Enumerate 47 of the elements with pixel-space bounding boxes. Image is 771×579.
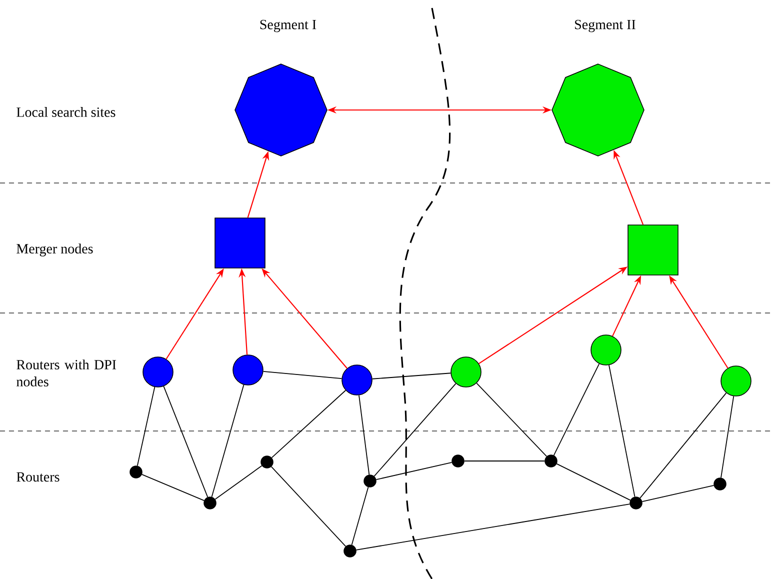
row-label: Routers [16, 472, 60, 482]
link-line [211, 384, 244, 498]
router-dot [344, 544, 356, 558]
segment-heading: Segment II [575, 20, 636, 32]
link-line [136, 386, 156, 466]
dpi-node-circle [232, 354, 264, 386]
router-dot [630, 496, 642, 510]
router-dot [204, 496, 216, 510]
link-line [358, 394, 370, 476]
router-dot [130, 466, 142, 478]
link-line [376, 462, 452, 480]
segment-heading: Segment I [260, 20, 316, 32]
octagon-node [552, 64, 644, 156]
router-dot [452, 454, 464, 468]
row-label: Routers with DPI nodes [16, 360, 116, 386]
link-line [556, 463, 631, 501]
square-node [628, 224, 678, 276]
link-line [720, 396, 734, 478]
dpi-node-circle [590, 334, 622, 366]
dpi-node-circle [450, 356, 482, 388]
link-line [351, 486, 369, 546]
router-dot [364, 474, 376, 488]
link-line [262, 370, 342, 380]
link-line [608, 364, 636, 498]
link-line [372, 372, 452, 380]
link-line [214, 465, 262, 500]
dpi-node-circle [342, 364, 372, 396]
link-line [640, 392, 727, 498]
row-label: Merger nodes [16, 244, 93, 256]
link-line [356, 504, 630, 550]
dpi-node-circle [720, 366, 752, 396]
link-line [476, 382, 548, 457]
dpi-node-circle [142, 356, 174, 388]
link-line [271, 390, 346, 458]
router-dot [544, 454, 558, 468]
router-dot [714, 478, 726, 490]
row-label: Local search sites [16, 107, 116, 117]
link-line [141, 474, 205, 501]
link-line [642, 484, 714, 502]
link-line [464, 460, 546, 462]
octagon-node [234, 64, 328, 156]
link-line [270, 466, 346, 547]
square-node [214, 218, 266, 268]
router-dot [260, 456, 274, 468]
link-line [553, 363, 600, 456]
link-line [374, 383, 456, 477]
link-line [163, 386, 208, 498]
